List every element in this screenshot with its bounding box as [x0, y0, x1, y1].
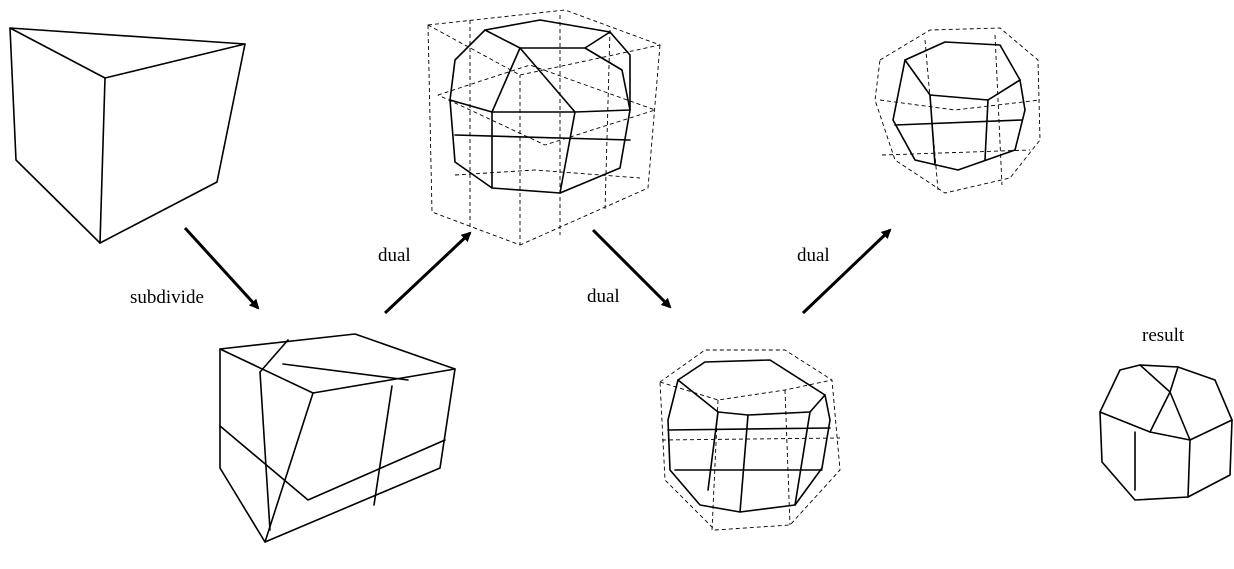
original-cube: [9, 27, 246, 244]
dual-label-1: dual: [378, 245, 411, 266]
dual-arrow-3: [801, 228, 892, 315]
subdivided-cube: [219, 333, 456, 543]
dual-label-2: dual: [587, 286, 620, 307]
dual-polyhedron-2: [659, 349, 841, 531]
dual-polyhedron-1: [427, 9, 661, 246]
subdivide-label: subdivide: [130, 287, 204, 308]
subdivide-arrow: [183, 226, 260, 310]
dual-label-3: dual: [797, 245, 830, 266]
dual-arrow-1: [383, 231, 472, 315]
dual-polyhedron-3: [874, 27, 1041, 194]
result-label: result: [1142, 325, 1185, 346]
result-polyhedron: [1099, 364, 1233, 501]
dual-arrow-2: [591, 228, 672, 309]
arrows: [183, 226, 892, 315]
